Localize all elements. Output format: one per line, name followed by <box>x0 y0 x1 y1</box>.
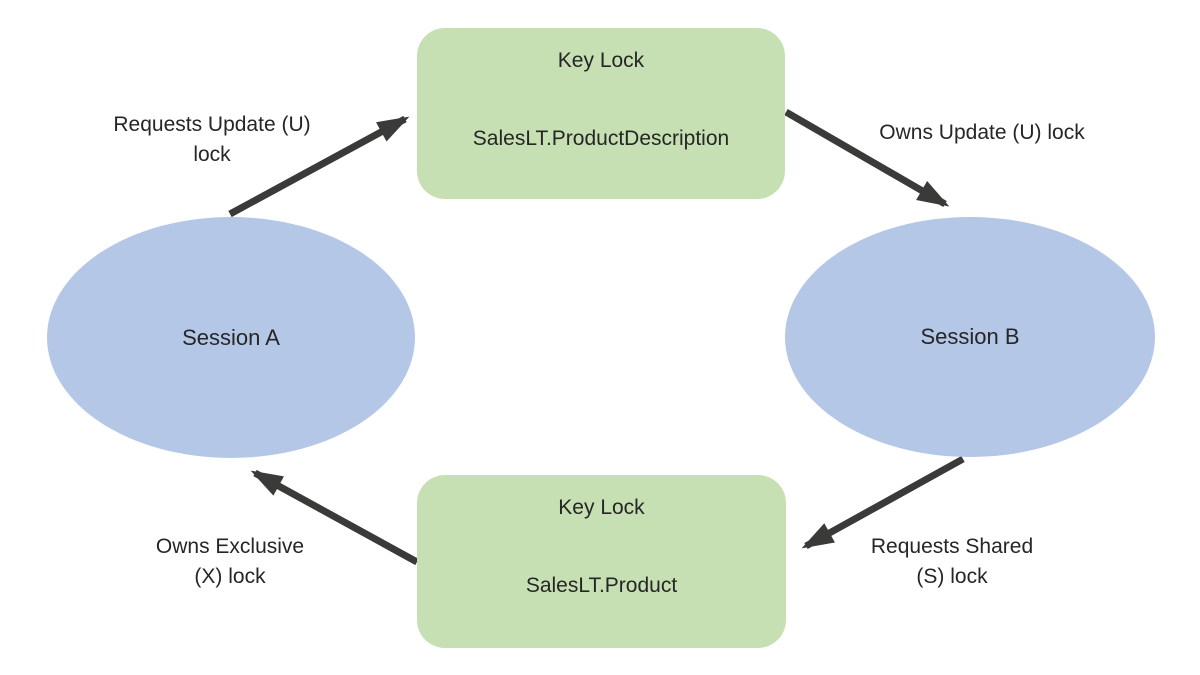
session-a-label: Session A <box>182 324 280 350</box>
node-session-b: Session B <box>785 217 1155 457</box>
key-lock-top-resource: SalesLT.ProductDescription <box>472 127 730 150</box>
node-session-a: Session A <box>47 217 415 458</box>
edge-label-line: Owns Update (U) lock <box>879 121 1085 144</box>
edge-label-requests-shared-s-lock: Requests Shared (S) lock <box>822 532 1082 592</box>
key-lock-bottom-title: Key Lock <box>558 496 645 519</box>
edge-label-line: (X) lock <box>194 565 266 588</box>
edge-label-line: (S) lock <box>916 565 988 588</box>
edge-label-line: Owns Exclusive <box>155 535 305 558</box>
edge-label-line: Requests Update (U) <box>113 113 311 136</box>
edge-label-line: lock <box>193 143 231 166</box>
edge-label-line: Requests Shared <box>870 535 1034 558</box>
key-lock-bottom-resource: SalesLT.Product <box>525 574 678 597</box>
session-b-label: Session B <box>920 324 1020 349</box>
edge-label-owns-exclusive-x-lock: Owns Exclusive (X) lock <box>100 532 360 592</box>
edge-label-owns-update-u-lock: Owns Update (U) lock <box>852 118 1112 148</box>
key-lock-top-title: Key Lock <box>557 49 645 72</box>
node-key-lock-top: Key Lock SalesLT.ProductDescription <box>417 28 785 199</box>
node-key-lock-bottom: Key Lock SalesLT.Product <box>417 475 786 648</box>
edge-label-requests-update-u-lock: Requests Update (U) lock <box>82 110 342 170</box>
